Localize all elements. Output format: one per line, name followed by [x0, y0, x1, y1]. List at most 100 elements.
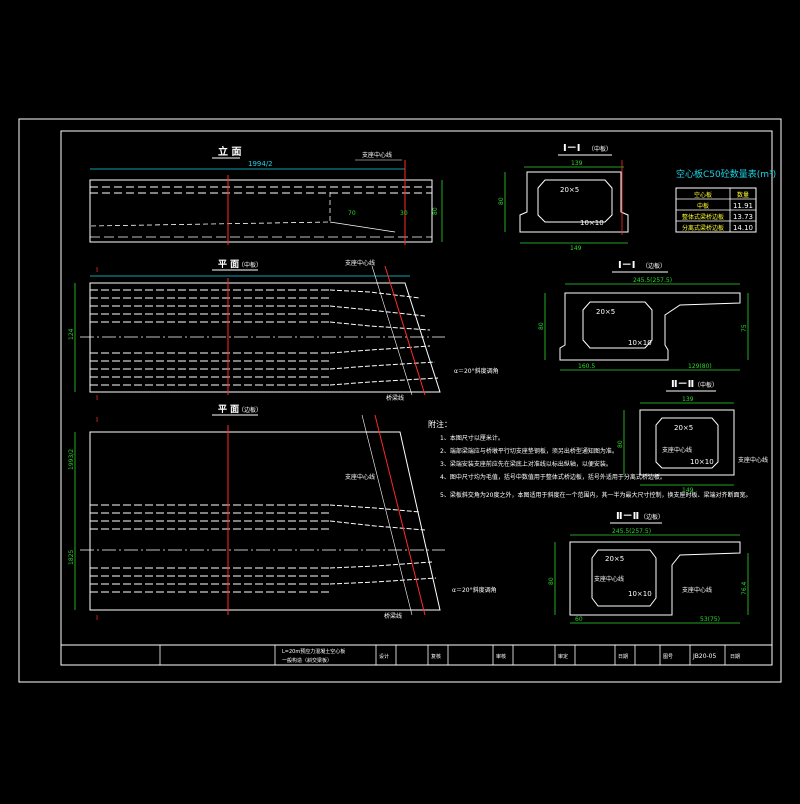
sec2-edge-bottom-dim-text-2: 53(75): [700, 616, 720, 623]
sec2-mid-sub: （中板）: [694, 381, 718, 389]
sec1-mid-sub: （中板）: [588, 145, 612, 153]
sec2-edge-bottom-dim-text-1: 60: [575, 616, 583, 623]
plan-edge-flare4: [329, 577, 437, 585]
plan-mid-skew-label: α＝20°斜度调角: [454, 367, 499, 375]
sec1-mid-box-bottom: 10×10: [580, 219, 604, 227]
elevation-half-length: 1994/2: [248, 160, 273, 168]
sec2-edge-top-dim-text: 245.5(257.5): [612, 528, 651, 535]
plan-edge-support-label: 支座中心线: [345, 473, 375, 481]
tb-cell-2: 审核: [496, 653, 506, 660]
sec2-edge-support-label-2: 支座中心线: [682, 586, 712, 594]
plan-edge-section-mark-2: I: [96, 614, 98, 622]
plan-edge-section-mark-1: I: [96, 416, 98, 424]
note-4: 4、图中尺寸均为毛值，括号中数值用于整体式桥边板，括号外适用于分离式桥边板。: [440, 473, 666, 481]
sec2-edge-outline: [569, 541, 741, 616]
sec1-mid-top-dim-text: 139: [571, 160, 583, 167]
title-block-frame: [60, 644, 773, 666]
sec1-edge-title: I－I: [618, 260, 635, 271]
sec1-edge-bottom-dim-text-1: 160.5: [578, 363, 595, 370]
tb-cell-5: 图号: [663, 654, 673, 660]
plan-mid-flare5: [329, 361, 436, 370]
sec2-mid-box-top: 20×5: [674, 424, 693, 432]
plan-mid-support-label: 支座中心线: [345, 259, 375, 267]
section-1-mid: I－I （中板） 139 20×5 10×10 149 80: [498, 143, 629, 252]
volume-table-row0-val: 11.91: [733, 202, 753, 210]
volume-table-row2-name: 分离式梁桥边板: [682, 224, 724, 232]
sec1-edge-hole: [582, 301, 653, 349]
notes-block: 附注： 1、本图尺寸以厘米计。 2、端部梁端应与桥墩平行切支座垫钢板，须另出桥型…: [428, 419, 751, 499]
plan-edge-flare3: [329, 561, 433, 569]
sec1-mid-bottom-dim-text: 149: [570, 245, 582, 252]
volume-table-row0-name: 中板: [697, 202, 709, 210]
elevation-view: 立 面 1994/2 支座中心线 80 70 30: [89, 145, 443, 245]
plan-mid-width-text: 124: [68, 328, 75, 340]
plan-mid-flare1: [329, 289, 421, 299]
section-2-edge: Ⅱ－Ⅱ （边板） 245.5(257.5) 20×5 10×10 支座中心线 支…: [548, 511, 749, 624]
plan-edge-skew-label: α＝20°斜度调角: [452, 586, 497, 594]
sec2-edge-hole: [591, 549, 657, 607]
elevation-hollow-outline: [89, 192, 331, 227]
tb-project: L=20m预应力混凝土空心板: [282, 648, 345, 655]
volume-table: 空心板C50砼数量表(m³) 空心板 数量 中板 11.91 整体式梁桥边板 1…: [675, 168, 776, 233]
volume-table-header-1: 数量: [737, 191, 749, 199]
tb-cell-4: 日期: [618, 654, 628, 660]
sec1-edge-box-bottom: 10×10: [628, 339, 652, 347]
section-1-edge: I－I （边板） 245.5(257.5) 20×5 10×10 160.5 1…: [538, 260, 749, 371]
volume-table-row1-name: 整体式梁桥边板: [682, 213, 724, 221]
plan-mid-section-mark-2: I: [96, 394, 98, 402]
outer-border: [18, 118, 782, 683]
plan-edge-sub: （边板）: [238, 406, 262, 414]
note-5: 5、梁板斜交角为20度之外，本图适用于斜度在一个范围内，其一半为最大尺寸控制，换…: [440, 491, 751, 499]
plan-edge-view: 平 面 （边板） 1993/2 1825 I I 支座中心线 α＝20°斜度调角…: [68, 404, 497, 622]
plan-mid-flare2: [329, 305, 426, 317]
sec2-edge-right-text: 76.4: [741, 581, 748, 595]
volume-table-header-0: 空心板: [694, 191, 712, 199]
sec2-mid-box-bottom: 10×10: [690, 458, 714, 466]
elevation-dim-70: 70: [348, 210, 356, 217]
note-1: 1、本图尺寸以厘米计。: [440, 434, 504, 442]
elevation-beam-outline: [89, 179, 433, 243]
sec2-mid-hole: [655, 417, 719, 469]
plan-mid-flare4: [329, 345, 431, 354]
note-3: 3、梁端安装支座前应先在梁底上对准线以标出纵轴，以便安装。: [440, 460, 612, 468]
sec1-edge-top-dim-text: 245.5(257.5): [633, 277, 672, 284]
volume-table-title: 空心板C50砼数量表(m³): [676, 168, 776, 180]
sec1-mid-box-top: 20×5: [560, 186, 579, 194]
elevation-taper: [329, 221, 396, 233]
sec2-edge-box-bottom: 10×10: [628, 590, 652, 598]
plan-mid-flare3: [329, 321, 431, 331]
plan-mid-skew-leader: [371, 265, 413, 396]
plan-edge-width-text-1: 1993/2: [68, 449, 75, 470]
sec1-mid-title: I－I: [563, 143, 580, 154]
plan-edge-title: 平 面: [218, 404, 239, 415]
sec1-edge-bottom-dim-text-2: 129(80): [688, 363, 712, 370]
sec2-edge-title: Ⅱ－Ⅱ: [616, 511, 639, 522]
volume-table-row1-val: 13.73: [733, 213, 753, 221]
elevation-support-label: 支座中心线: [362, 151, 392, 159]
elevation-title: 立 面: [218, 145, 241, 158]
section-2-mid: Ⅱ－Ⅱ （中板） 139 20×5 10×10 支座中心线 支座中心线 149 …: [617, 379, 768, 494]
sec2-mid-title: Ⅱ－Ⅱ: [671, 379, 694, 390]
plan-edge-skew-support: [374, 414, 426, 616]
sec2-edge-box-top: 20×5: [605, 555, 624, 563]
plan-mid-section-mark-1: I: [96, 266, 98, 274]
plan-edge-bearing-label: 桥梁线: [384, 612, 402, 620]
tb-cell-6: JB20-05: [692, 653, 717, 660]
plan-edge-flare1: [329, 504, 421, 513]
sec1-edge-sub: （边板）: [642, 262, 666, 270]
title-block: L=20m预应力混凝土空心板 一般构造（斜交梁板） 设计 复核 审核 审定 日期…: [60, 644, 773, 666]
sec1-mid-outline: [519, 171, 629, 233]
inner-border: [60, 130, 773, 666]
plan-mid-skew-support: [384, 265, 426, 396]
sec2-mid-support-label-2: 支座中心线: [738, 456, 768, 464]
sec2-mid-outline: [639, 409, 735, 476]
plan-mid-sub: （中板）: [238, 261, 262, 269]
plan-mid-title: 平 面: [218, 259, 239, 270]
plan-edge-flare2: [329, 520, 426, 531]
sec1-mid-height-text: 80: [498, 197, 505, 205]
plan-mid-view: 平 面 （中板） 支座中心线 124 I I α＝20°斜度调角 桥梁线: [68, 259, 499, 402]
sec1-edge-box-top: 20×5: [596, 308, 615, 316]
plan-edge-skew-leader: [361, 414, 413, 616]
tb-cell-3: 审定: [558, 653, 568, 660]
